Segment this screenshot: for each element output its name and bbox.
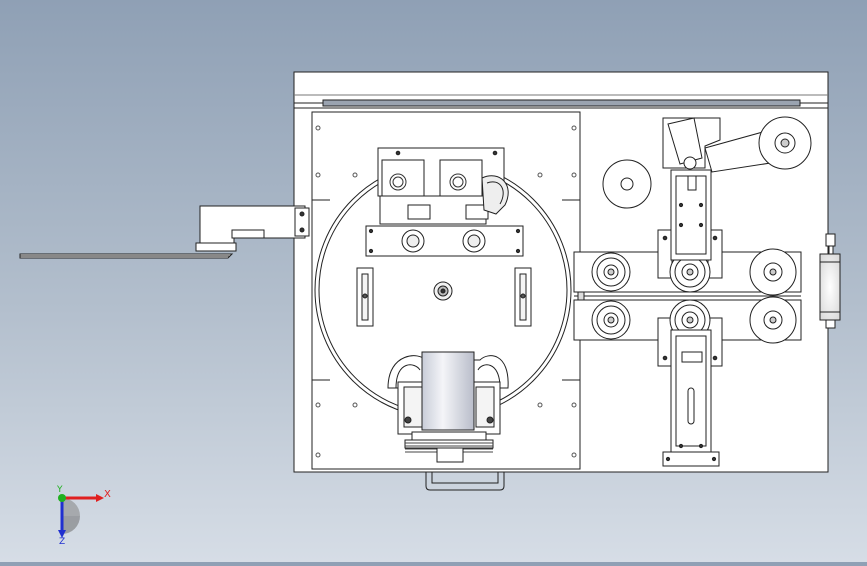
feed-arm (19, 205, 310, 259)
y-axis-label: Y (56, 485, 63, 495)
tension-arm (602, 116, 812, 209)
bearing-bar (365, 225, 524, 257)
roller-assembly (573, 229, 802, 367)
coordinate-triad: X Y Z (56, 485, 111, 547)
bottom-handle (425, 472, 505, 491)
top-rail (294, 94, 828, 109)
z-axis-label: Z (59, 537, 65, 547)
motor-block (387, 351, 509, 463)
top-mount-bracket (377, 147, 509, 225)
slide-bar (662, 169, 720, 467)
pneumatic-cylinder (819, 233, 841, 329)
x-axis-label: X (104, 489, 111, 500)
